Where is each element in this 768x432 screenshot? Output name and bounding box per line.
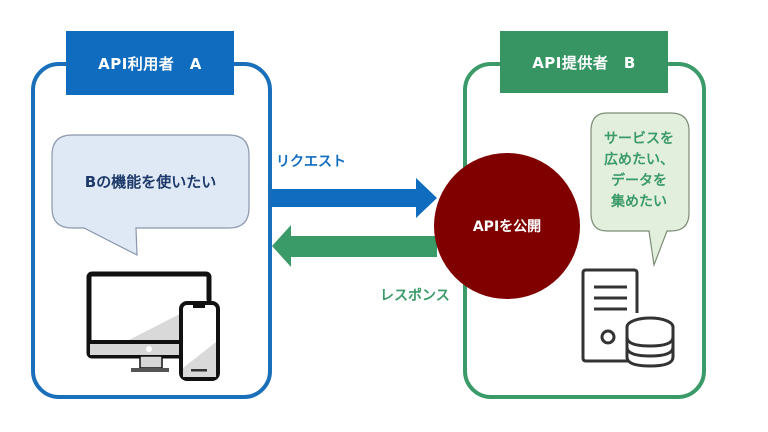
provider-speech-line: 広めたい、 (604, 152, 674, 168)
response-arrow-icon (272, 225, 437, 267)
request-label: リクエスト (276, 154, 346, 170)
response-label: レスポンス (380, 288, 450, 304)
provider-speech-line: データを (611, 173, 667, 189)
api-publish-circle: APIを公開 (434, 153, 580, 299)
desktop-and-smartphone-icon (86, 271, 220, 381)
consumer-title: API利用者 A (66, 31, 234, 95)
provider-title: API提供者 B (500, 31, 668, 93)
provider-speech-line: 集めたい (611, 194, 667, 210)
api-publish-label: APIを公開 (472, 219, 542, 235)
provider-speech-text: サービスを 広めたい、 データを 集めたい (592, 113, 686, 229)
consumer-speech-text: Bの機能を使いたい (84, 173, 217, 191)
request-arrow-icon (271, 178, 437, 218)
server-database-icon (581, 268, 675, 368)
provider-speech-line: サービスを (604, 131, 674, 147)
